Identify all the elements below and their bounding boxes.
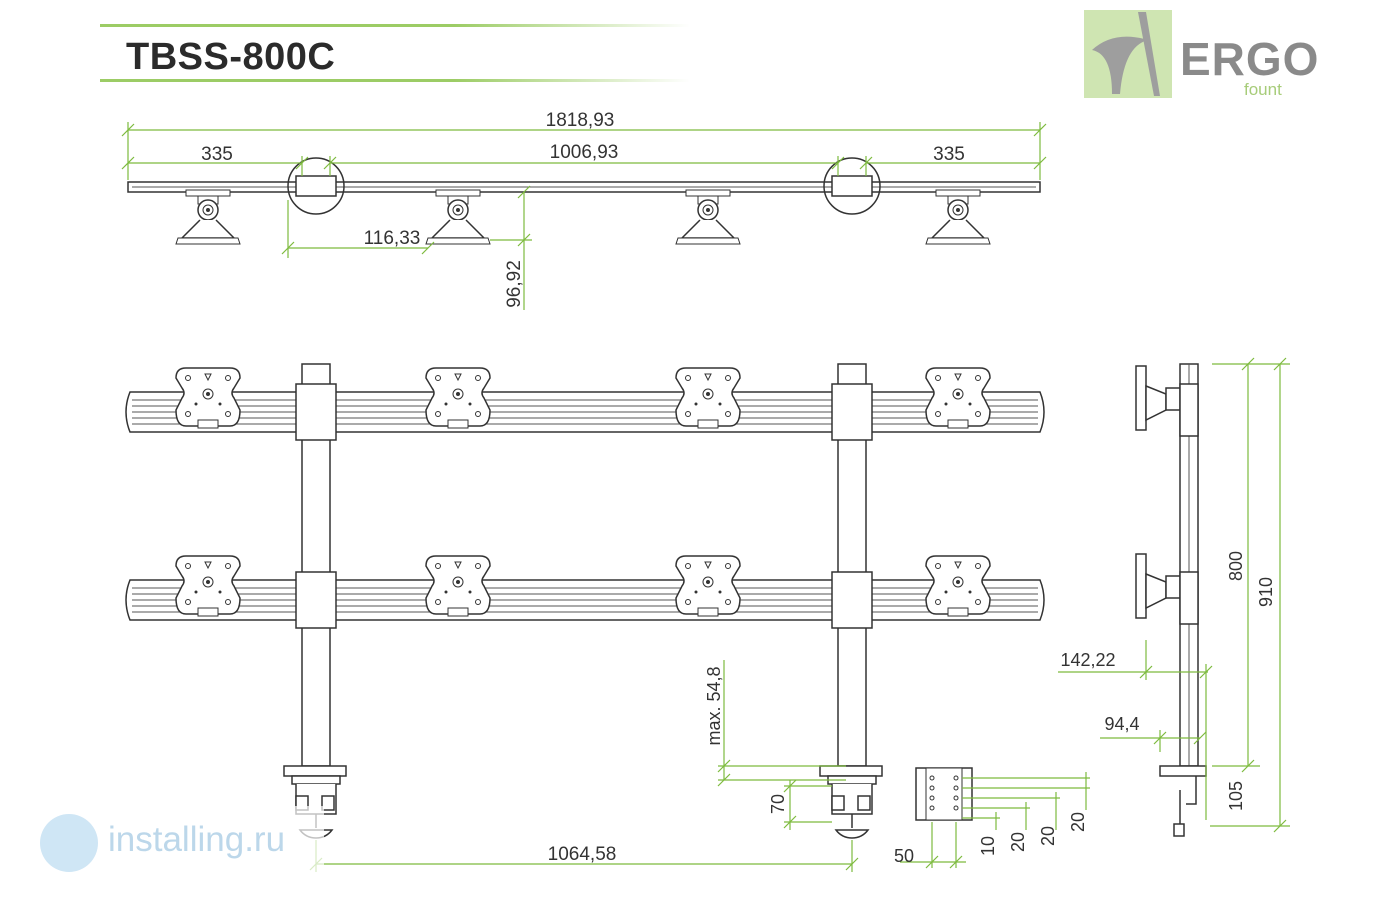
side-arm-lower bbox=[1135, 553, 1199, 625]
dim-pole-spacing: 1064,58 bbox=[548, 844, 617, 865]
vesa-plate-lower-4 bbox=[925, 555, 991, 617]
front-view: 1064,58 max. 54,8 70 bbox=[125, 363, 1045, 872]
dim-hole-4: 20 bbox=[1068, 812, 1088, 832]
title-rule-bottom bbox=[100, 79, 690, 82]
dim-depth: 96,92 bbox=[504, 260, 525, 308]
top-view: 1818,93 335 1006,93 335 116,33 96,92 bbox=[121, 110, 1047, 310]
watermark: installing.ru bbox=[24, 806, 324, 878]
side-clamp bbox=[1159, 765, 1207, 837]
vesa-plate-upper-4 bbox=[925, 367, 991, 429]
dim-left-segment: 335 bbox=[201, 144, 233, 165]
logo-subtitle: fount bbox=[1244, 80, 1282, 99]
vesa-plate-lower-3 bbox=[675, 555, 741, 617]
front-rail-upper bbox=[125, 391, 1045, 433]
top-view-mount-3 bbox=[675, 189, 741, 245]
front-rail-lower bbox=[125, 579, 1045, 621]
detail-dimension-lines bbox=[900, 772, 1090, 869]
top-view-mount-1 bbox=[175, 189, 241, 245]
vesa-plate-lower-1 bbox=[175, 555, 241, 617]
top-view-pole-right bbox=[823, 157, 881, 215]
top-view-pole-left bbox=[287, 157, 345, 215]
brand-logo: ERGO fount bbox=[1084, 10, 1318, 110]
side-dimension-lines bbox=[1058, 357, 1290, 833]
dim-base-height: 105 bbox=[1226, 781, 1246, 811]
ergofount-logo-icon bbox=[1084, 10, 1172, 98]
top-view-mount-4 bbox=[925, 189, 991, 245]
title-rule-top bbox=[100, 24, 690, 27]
dim-clamp-height: 70 bbox=[768, 794, 788, 814]
top-view-mount-2 bbox=[425, 189, 491, 245]
dim-detail-width: 50 bbox=[894, 846, 914, 866]
logo-wordmark: ERGO bbox=[1180, 33, 1320, 85]
dim-right-segment: 335 bbox=[933, 144, 965, 165]
watermark-text: installing.ru bbox=[108, 820, 286, 859]
side-arm-upper bbox=[1135, 365, 1199, 437]
desk-clamp-right bbox=[819, 765, 883, 839]
vesa-plate-upper-3 bbox=[675, 367, 741, 429]
detail-view: 50 10 20 20 20 bbox=[894, 767, 1090, 869]
dim-total-width: 1818,93 bbox=[546, 110, 615, 131]
page-title: TBSS-800C bbox=[126, 36, 336, 78]
vesa-plate-lower-2 bbox=[425, 555, 491, 617]
dim-hole-1: 10 bbox=[978, 836, 998, 856]
vesa-plate-upper-1 bbox=[175, 367, 241, 429]
installing-logo-icon bbox=[40, 814, 98, 872]
dim-hole-3: 20 bbox=[1038, 826, 1058, 846]
dim-depth-upper: 142,22 bbox=[1060, 650, 1115, 670]
top-dimension-lines bbox=[121, 122, 1047, 310]
side-view: 800 910 142,22 94,4 105 bbox=[1058, 357, 1290, 837]
dim-middle-segment: 1006,93 bbox=[550, 142, 619, 163]
vesa-plate-upper-2 bbox=[425, 367, 491, 429]
dim-clamp-max: max. 54,8 bbox=[704, 666, 724, 745]
dim-hole-2: 20 bbox=[1008, 832, 1028, 852]
dim-rail-spacing: 800 bbox=[1226, 551, 1246, 581]
dim-offset: 116,33 bbox=[364, 228, 421, 249]
front-dimension-lines bbox=[309, 660, 859, 872]
dim-total-height: 910 bbox=[1256, 577, 1276, 607]
dim-depth-lower: 94,4 bbox=[1104, 714, 1139, 734]
